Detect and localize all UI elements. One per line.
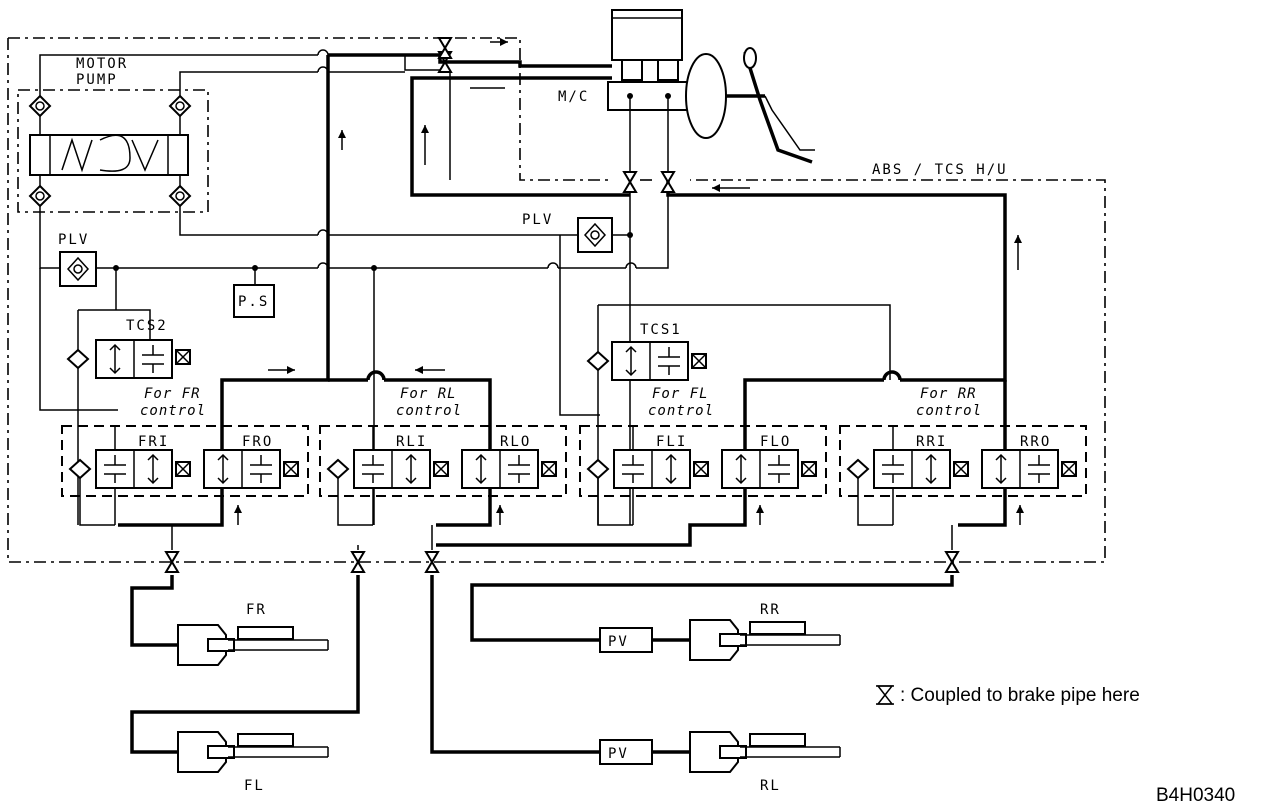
pv-rl: PV: [599, 739, 653, 765]
plv-right: PLV: [522, 212, 613, 253]
flow-arrows: [234, 38, 1024, 525]
caliper-fl: [177, 731, 329, 773]
valve-label-fli: FLI: [656, 434, 687, 450]
pump-check-valve-br: [168, 184, 192, 208]
valve-label-rro: RRO: [1020, 434, 1051, 450]
wheel-fr-label: FR: [246, 602, 267, 618]
caliper-fr: [177, 624, 329, 666]
for-fr-control-label: control: [140, 403, 206, 419]
main-brake-lines: [118, 53, 1007, 547]
pump-check-valve-tl: [28, 94, 52, 118]
hydraulic-unit-boundary: [7, 37, 1106, 563]
coupler-4: [944, 551, 960, 573]
motor-label: MOTOR: [76, 56, 128, 72]
valve-label-rlo: RLO: [500, 434, 531, 450]
valve-group-rl: RLI RLO: [319, 425, 567, 526]
coupler-2: [350, 551, 366, 573]
valve-label-fri: FRI: [138, 434, 169, 450]
coupler-6: [660, 171, 676, 193]
wheel-rr-label: RR: [760, 602, 781, 618]
plv-right-label: PLV: [522, 212, 553, 228]
coupler-legend: : Coupled to brake pipe here: [876, 685, 1140, 706]
ps-label: P.S: [238, 294, 269, 310]
valve-label-flo: FLO: [760, 434, 791, 450]
valve-label-rri: RRI: [916, 434, 947, 450]
coupler-3: [424, 551, 440, 573]
abs-tcs-label: ABS / TCS H/U: [872, 162, 1008, 178]
tcs2-valve: TCS2: [66, 309, 191, 525]
tcs2-label: TCS2: [126, 318, 168, 334]
for-fl-label: For FL: [652, 386, 709, 402]
tcs1-label: TCS1: [640, 322, 682, 338]
caliper-rl: [689, 731, 841, 773]
for-fl-control-label: control: [648, 403, 714, 419]
pv-rl-label: PV: [608, 746, 629, 762]
legend-text: : Coupled to brake pipe here: [900, 685, 1140, 706]
coupler-5: [622, 171, 638, 193]
wheel-fl-label: FL: [244, 778, 265, 794]
pv-rr: PV: [599, 627, 653, 653]
plv-left: PLV: [58, 232, 97, 287]
tcs1-valve: TCS1: [586, 304, 891, 525]
pressure-switch: P.S: [233, 284, 275, 318]
for-fr-label: For FR: [144, 386, 201, 402]
valve-group-fl: FLI FLO: [579, 425, 827, 526]
for-rl-label: For RL: [400, 386, 457, 402]
valve-label-rli: RLI: [396, 434, 427, 450]
valve-group-rr: RRI RRO: [839, 425, 1087, 526]
master-cylinder: M/C: [558, 9, 815, 164]
for-rr-control-label: control: [916, 403, 982, 419]
for-rr-label: For RR: [920, 386, 977, 402]
coupler-8: [437, 37, 453, 59]
wheel-brake-lines: [130, 525, 954, 754]
caliper-rr: [689, 619, 841, 661]
pump-check-valve-tr: [168, 94, 192, 118]
valve-group-fr: FRI FRO: [61, 425, 309, 526]
pump-check-valve-bl: [28, 184, 52, 208]
figure-code: B4H0340: [1156, 785, 1235, 806]
wheel-calipers: [177, 619, 841, 773]
valve-label-fro: FRO: [242, 434, 273, 450]
plv-left-label: PLV: [58, 232, 89, 248]
pump-label: PUMP: [76, 72, 118, 88]
solenoid-valve-groups: FRI FRO RLI RLO FLI FLO RRI RRO: [61, 425, 1087, 526]
brake-pipe-couplers: [164, 37, 960, 573]
coupler-1: [164, 551, 180, 573]
coupler-legend-icon: [876, 685, 894, 705]
for-rl-control-label: control: [396, 403, 462, 419]
mc-label: M/C: [558, 89, 589, 105]
pv-rr-label: PV: [608, 634, 629, 650]
motor-pump: MOTOR PUMP: [17, 56, 209, 213]
wheel-rl-label: RL: [760, 778, 781, 794]
